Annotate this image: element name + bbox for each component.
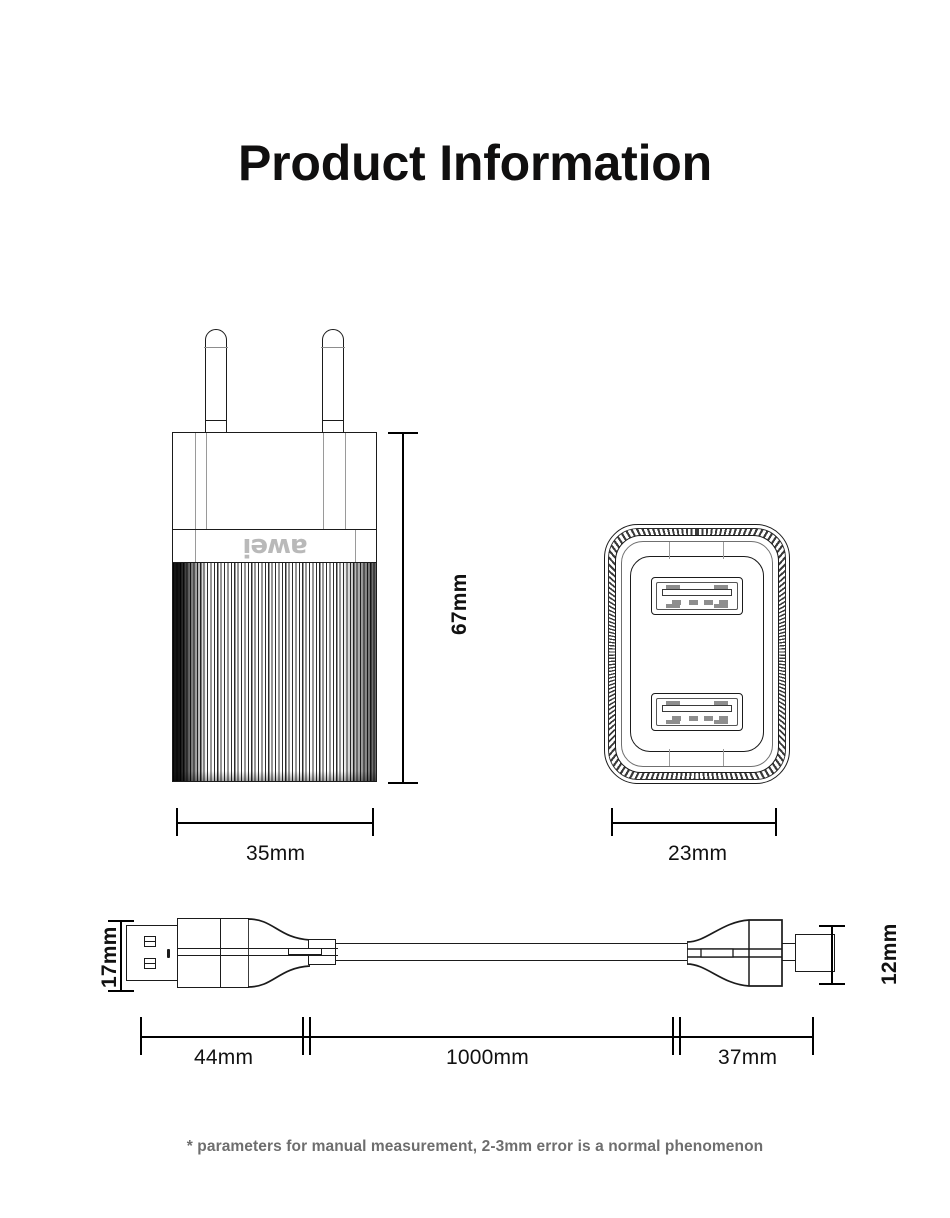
body-panel-seam bbox=[323, 433, 324, 529]
device-plug-height-tick-bottom bbox=[819, 983, 845, 985]
power-prong-left bbox=[204, 329, 228, 421]
usb-a-contact bbox=[144, 936, 156, 947]
usb-contact-pad bbox=[719, 600, 728, 605]
usb-port-plate bbox=[630, 542, 764, 766]
usb-notch bbox=[666, 585, 680, 589]
device-plug-height-tick-top bbox=[819, 925, 845, 927]
charger-depth-dimension-line bbox=[611, 822, 775, 824]
cable-dimension-tick-start bbox=[140, 1017, 142, 1055]
usb-port-upper bbox=[651, 577, 743, 615]
charger-depth-tick-right bbox=[775, 808, 777, 836]
charger-height-dimension-line bbox=[402, 432, 404, 782]
usb-contact-pad bbox=[672, 716, 681, 721]
usb-contact-pad bbox=[704, 716, 713, 721]
device-plug-height-label: 12mm bbox=[878, 923, 901, 985]
charger-width-tick-right bbox=[372, 808, 374, 836]
usb-contact-pad bbox=[672, 600, 681, 605]
usb-charging-cable bbox=[120, 905, 835, 1005]
usb-port-inner-frame bbox=[656, 698, 738, 726]
usb-a-connector-shell bbox=[126, 925, 178, 981]
plate-seam-top-left bbox=[669, 542, 670, 559]
cable-dimension-tick-end bbox=[812, 1017, 814, 1055]
cable-dimension-tick-a2 bbox=[309, 1017, 311, 1055]
face-inner-outline-secondary bbox=[621, 541, 773, 767]
awei-brand-logo: awei bbox=[243, 532, 308, 562]
usb-notch bbox=[714, 701, 728, 705]
usb-a-contact bbox=[144, 958, 156, 969]
plate-seam-top-right bbox=[723, 542, 724, 559]
cable-segment-label-device-plug: 37mm bbox=[718, 1046, 778, 1069]
wall-charger-usb-face-view bbox=[604, 524, 790, 784]
charger-ribbed-body bbox=[172, 562, 377, 782]
charger-brand-band: awei bbox=[172, 529, 377, 563]
cable-dimension-tick-a1 bbox=[302, 1017, 304, 1055]
plate-seam-bottom-right bbox=[723, 749, 724, 766]
band-panel-seam bbox=[355, 530, 356, 562]
cable-inner-rail bbox=[178, 955, 338, 956]
cable-dimension-tick-b2 bbox=[679, 1017, 681, 1055]
usb-notch bbox=[666, 720, 680, 724]
body-panel-seam bbox=[345, 433, 346, 529]
charger-height-label: 67mm bbox=[448, 573, 471, 635]
charger-width-dimension-line bbox=[176, 822, 372, 824]
usb-contact-pad bbox=[719, 716, 728, 721]
usb-a-height-label: 17mm bbox=[98, 926, 121, 988]
usb-port-lower bbox=[651, 693, 743, 731]
cable-length-dimension-line bbox=[140, 1036, 812, 1038]
usb-a-grip-housing bbox=[177, 918, 249, 988]
power-prong-right bbox=[321, 329, 345, 421]
cable-segment-label-length: 1000mm bbox=[446, 1046, 529, 1069]
page-title: Product Information bbox=[238, 135, 712, 191]
usb-notch bbox=[714, 585, 728, 589]
usb-a-height-tick-bottom bbox=[108, 990, 134, 992]
wall-charger-front-view: awei bbox=[172, 325, 377, 785]
cable-dimension-tick-b1 bbox=[672, 1017, 674, 1055]
device-connector-housing bbox=[687, 919, 783, 987]
usb-a-alignment-slot bbox=[167, 949, 170, 958]
charger-height-tick-bottom bbox=[388, 782, 418, 784]
band-panel-seam bbox=[195, 530, 196, 562]
device-connector-tip bbox=[795, 934, 835, 972]
cable-inner-rail bbox=[178, 948, 338, 949]
usb-a-height-tick-top bbox=[108, 920, 134, 922]
charger-width-label: 35mm bbox=[246, 842, 306, 865]
body-panel-seam bbox=[195, 433, 196, 529]
cable-segment-label-usb-a: 44mm bbox=[194, 1046, 254, 1069]
usb-a-height-dimension-line bbox=[120, 920, 122, 990]
usb-contact-pad bbox=[704, 600, 713, 605]
usb-notch bbox=[666, 701, 680, 705]
usb-tongue-bar bbox=[662, 589, 732, 596]
usb-tongue-bar bbox=[662, 705, 732, 712]
usb-a-strain-relief bbox=[248, 918, 310, 988]
usb-notch bbox=[714, 604, 728, 608]
charger-width-tick-left bbox=[176, 808, 178, 836]
charger-upper-body bbox=[172, 432, 377, 530]
grip-seam bbox=[220, 918, 221, 988]
usb-contact-pad bbox=[689, 716, 698, 721]
device-plug-height-dimension-line bbox=[831, 925, 833, 983]
plate-seam-bottom-left bbox=[669, 749, 670, 766]
charger-height-tick-top bbox=[388, 432, 418, 434]
body-panel-seam bbox=[206, 433, 207, 529]
cable-rail-chip bbox=[288, 948, 322, 955]
usb-notch bbox=[714, 720, 728, 724]
charger-depth-tick-left bbox=[611, 808, 613, 836]
measurement-disclaimer: * parameters for manual measurement, 2-3… bbox=[186, 1138, 764, 1155]
usb-notch bbox=[666, 604, 680, 608]
usb-contact-pad bbox=[689, 600, 698, 605]
charger-depth-label: 23mm bbox=[668, 842, 728, 865]
usb-port-inner-frame bbox=[656, 582, 738, 610]
